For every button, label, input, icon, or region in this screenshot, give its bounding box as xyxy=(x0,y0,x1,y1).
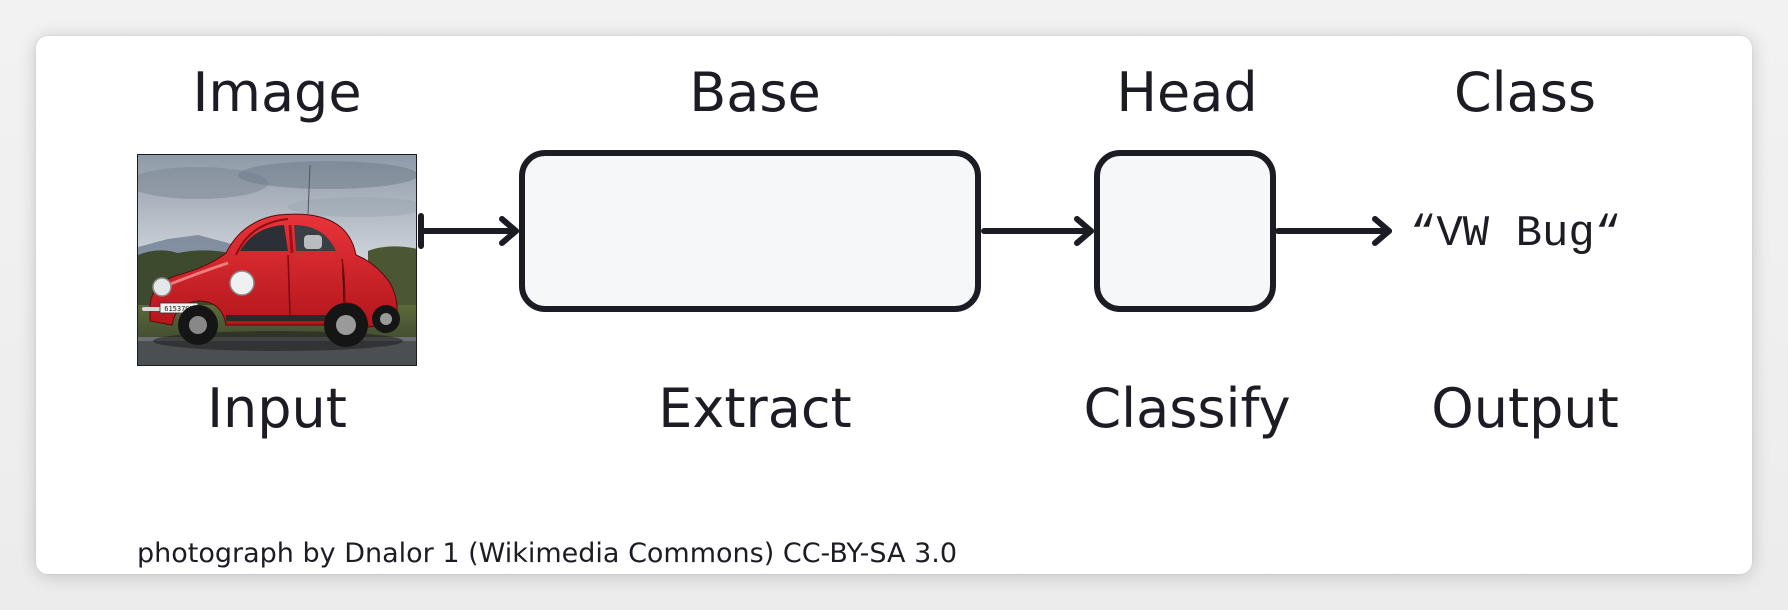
input-photo: 61537GL xyxy=(137,154,417,366)
arrow-head-head-to-output xyxy=(1372,216,1392,246)
plate-text: 61537GL xyxy=(164,305,194,313)
head-caption: Classify xyxy=(1083,377,1291,440)
head-block xyxy=(1094,150,1276,312)
base-block xyxy=(519,150,981,312)
arrow-head-image-to-base xyxy=(499,216,519,246)
base-caption: Extract xyxy=(658,377,852,440)
head-title: Head xyxy=(1116,61,1258,124)
image-title: Image xyxy=(192,61,362,124)
beetle-photo-illustration: 61537GL xyxy=(138,155,416,365)
class-caption: Output xyxy=(1431,377,1619,440)
image-caption: Input xyxy=(207,377,347,440)
photo-credit: photograph by Dnalor 1 (Wikimedia Common… xyxy=(137,538,958,569)
base-title: Base xyxy=(689,61,821,124)
diagram-card: Image Base Head Class xyxy=(36,36,1752,574)
arrow-head-base-to-head xyxy=(1074,216,1094,246)
flow-arrows xyxy=(418,213,1392,249)
output-class-text: “VW Bug“ xyxy=(1410,209,1622,259)
class-title: Class xyxy=(1453,61,1597,124)
